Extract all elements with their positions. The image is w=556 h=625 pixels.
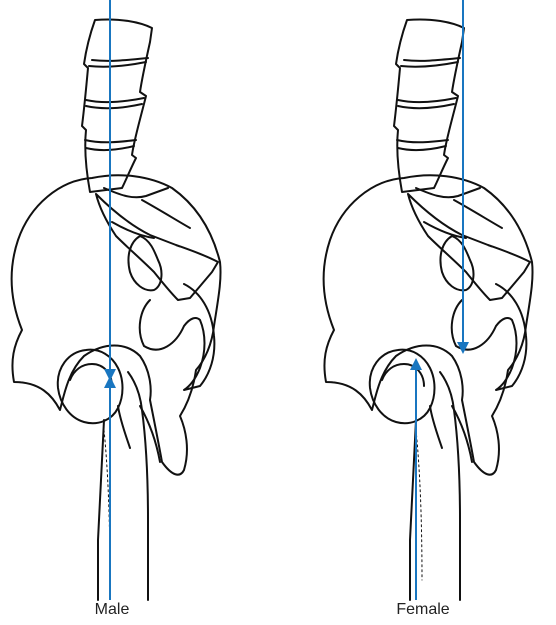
- female-pelvis-drawing: [324, 19, 533, 600]
- male-caption: Male: [52, 600, 172, 620]
- male-pelvis-drawing: [12, 19, 221, 600]
- male-figure: [12, 0, 221, 600]
- female-caption: Female: [363, 600, 483, 620]
- female-figure: [324, 0, 533, 600]
